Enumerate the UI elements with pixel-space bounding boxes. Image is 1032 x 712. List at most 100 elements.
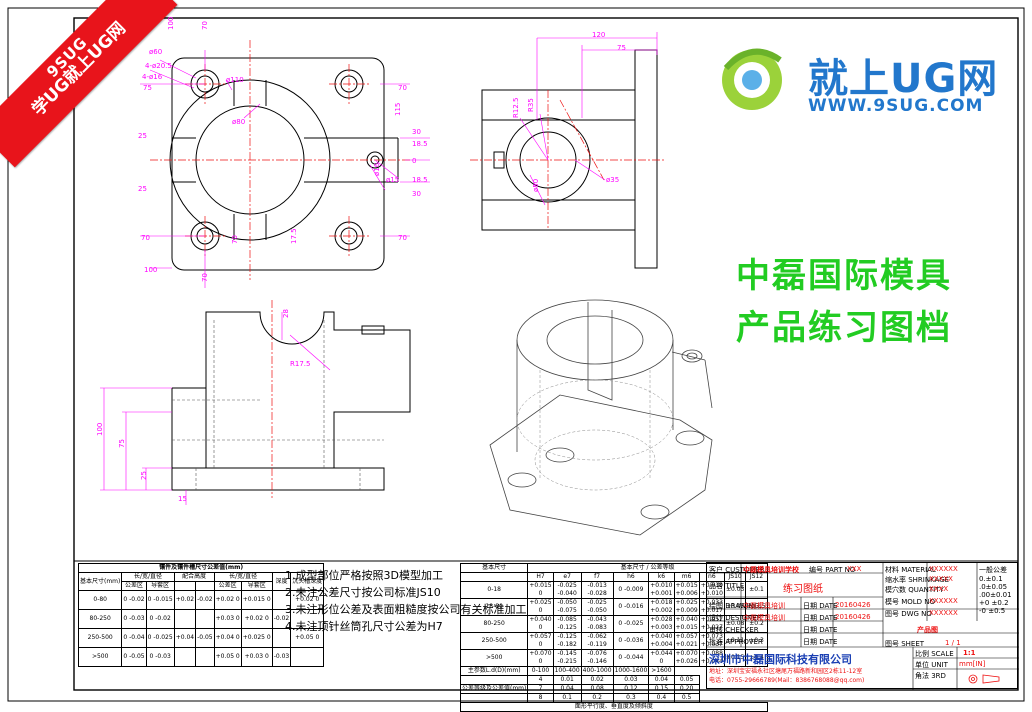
table-cell: 4	[527, 675, 554, 685]
table-cell: -0.025 -0.050	[580, 598, 614, 616]
tolerance-5: -0 ±0.5	[979, 607, 1006, 615]
table-cell: 主参数L.d(D)(mm)	[459, 666, 529, 676]
tolerance-title: 一般公差	[979, 566, 1007, 574]
top-view	[169, 57, 399, 271]
customer-value: 中磊模具培训学校	[743, 566, 799, 574]
th-size2: 长/宽/直径	[213, 572, 273, 582]
table-cell: 0.08	[580, 684, 614, 694]
mold-no-label: 模号 MOLD NO	[885, 598, 936, 606]
note-2: 2.未注公差尺寸按公司标准JS10	[285, 586, 441, 599]
dimension-label: 4-ø16	[142, 73, 163, 81]
table-cell: +0.015 0	[527, 581, 554, 599]
part-no-value: XXX	[847, 565, 862, 573]
table-cell: +0.010 +0.001	[648, 581, 675, 599]
dimension-label: ø15	[386, 176, 400, 184]
date4-label: 日期 DATE	[803, 638, 838, 646]
table-cell: 400-1000	[580, 666, 614, 676]
front-view-hidden	[172, 320, 384, 490]
dwg-no-label: 图号 DWG NO	[885, 610, 932, 618]
checker-label: 审核 CHECKER	[709, 626, 759, 634]
dimension-label: 4-ø20.5	[145, 62, 172, 70]
th-sub	[173, 581, 197, 591]
table-cell: -0.025 -0.040	[552, 581, 582, 599]
table-cell: 250-500	[459, 632, 529, 650]
table-cell: 0-100	[527, 666, 554, 676]
table-cell: 0.5	[673, 693, 700, 703]
dimension-label: R17.5	[290, 360, 311, 368]
table-cell: -0.145 -0.215	[552, 649, 582, 667]
table-cell: +0.04 0	[213, 628, 242, 648]
title-label: 品名 TITLE	[709, 582, 745, 590]
table-cell: -0.125 -0.182	[552, 632, 582, 650]
date2-label: 日期 DATE	[803, 614, 838, 622]
dimension-label: 28	[282, 309, 290, 318]
table-cell: 公差等级及公差值(mm)	[459, 684, 529, 694]
table-cell: 0.01	[552, 675, 582, 685]
table-cell: +0.03 0	[213, 609, 242, 629]
unit-value: mm[IN]	[959, 660, 986, 668]
table-cell: 0 -0.05	[121, 647, 147, 667]
tolerance-2: .0±0.05	[979, 583, 1008, 591]
approver-label: 批准 APPROVER	[709, 638, 763, 646]
table-cell	[195, 609, 215, 629]
table-cell: ±0.4	[745, 649, 768, 667]
table-cell	[195, 647, 215, 667]
table-cell	[173, 609, 197, 629]
tolerance-3: .00±0.01	[979, 591, 1012, 599]
column-header: H7	[527, 572, 554, 582]
table-cell: +0.057 +0.021	[673, 632, 700, 650]
table-cell: +0.05 0	[213, 647, 242, 667]
table-cell: +0.040 +0.015	[673, 615, 700, 633]
table-cell: +0.025 0	[240, 628, 273, 648]
dimension-label: 70	[141, 234, 150, 242]
th-sub: 公差区	[213, 581, 242, 591]
table-cell: 0 -0.036	[612, 632, 650, 650]
scale-label: 比例 SCALE	[915, 650, 954, 658]
projection-symbol	[968, 674, 1000, 684]
dimension-label: ø110	[226, 76, 244, 84]
dimension-label: 100	[167, 16, 175, 30]
promo-line1: 中磊国际模具	[736, 256, 952, 296]
shrink-label: 缩水率 SHRINKAGE	[885, 576, 950, 584]
table-cell: -0.013 -0.028	[580, 581, 614, 599]
table-cell: 0.15	[648, 684, 675, 694]
tolerance-1: 0.±0.1	[979, 575, 1003, 583]
table-cell: 0.04	[648, 675, 675, 685]
table-cell: +0.028 +0.003	[648, 615, 675, 633]
part-no-label: 编号 PART NO	[809, 566, 856, 574]
table-cell: +0.015 0	[240, 590, 273, 610]
note-1: 1.成型部位严格按照3D模型加工	[285, 569, 443, 582]
table-cell: +0.02 0	[213, 590, 242, 610]
table-cell: 18-80	[459, 598, 529, 616]
table-cell: >500	[77, 647, 123, 667]
dimension-label: 70	[398, 234, 407, 242]
column-header: f7	[580, 572, 614, 582]
table-cell: >500	[459, 649, 529, 667]
dimension-label: ø50	[532, 178, 540, 192]
right-view-centerlines	[470, 90, 665, 230]
dimension-label: 30	[412, 190, 421, 198]
designer-label: 设计 DESIGNER	[709, 614, 762, 622]
drawing-label: 绘图 DRAWING	[709, 602, 760, 610]
table-cell: 0.20	[673, 684, 700, 694]
table-cell: +0.040 +0.004	[648, 632, 675, 650]
column-header: e7	[552, 572, 582, 582]
dimension-label: 75	[143, 84, 152, 92]
dwg-no-value: XXXXXX	[929, 609, 958, 617]
table-cell: +0.088 +0.044	[698, 649, 725, 667]
table-cell: +0.044 0	[648, 649, 675, 667]
scale-value: 1:1	[963, 649, 976, 657]
dimension-label: 30	[412, 128, 421, 136]
unit-label: 单位 UNIT	[915, 661, 948, 669]
table-cell: -0.050 -0.075	[552, 598, 582, 616]
title-block-grid	[707, 563, 1019, 690]
date3-label: 日期 DATE	[803, 626, 838, 634]
company-address: 地址：深圳宝安福永社区塘尾万福路新和园区2栋11-12室	[709, 668, 863, 675]
table-cell: -0.03	[271, 647, 292, 667]
table-cell: 8	[527, 693, 554, 703]
table-cell: 0.03	[612, 675, 650, 685]
